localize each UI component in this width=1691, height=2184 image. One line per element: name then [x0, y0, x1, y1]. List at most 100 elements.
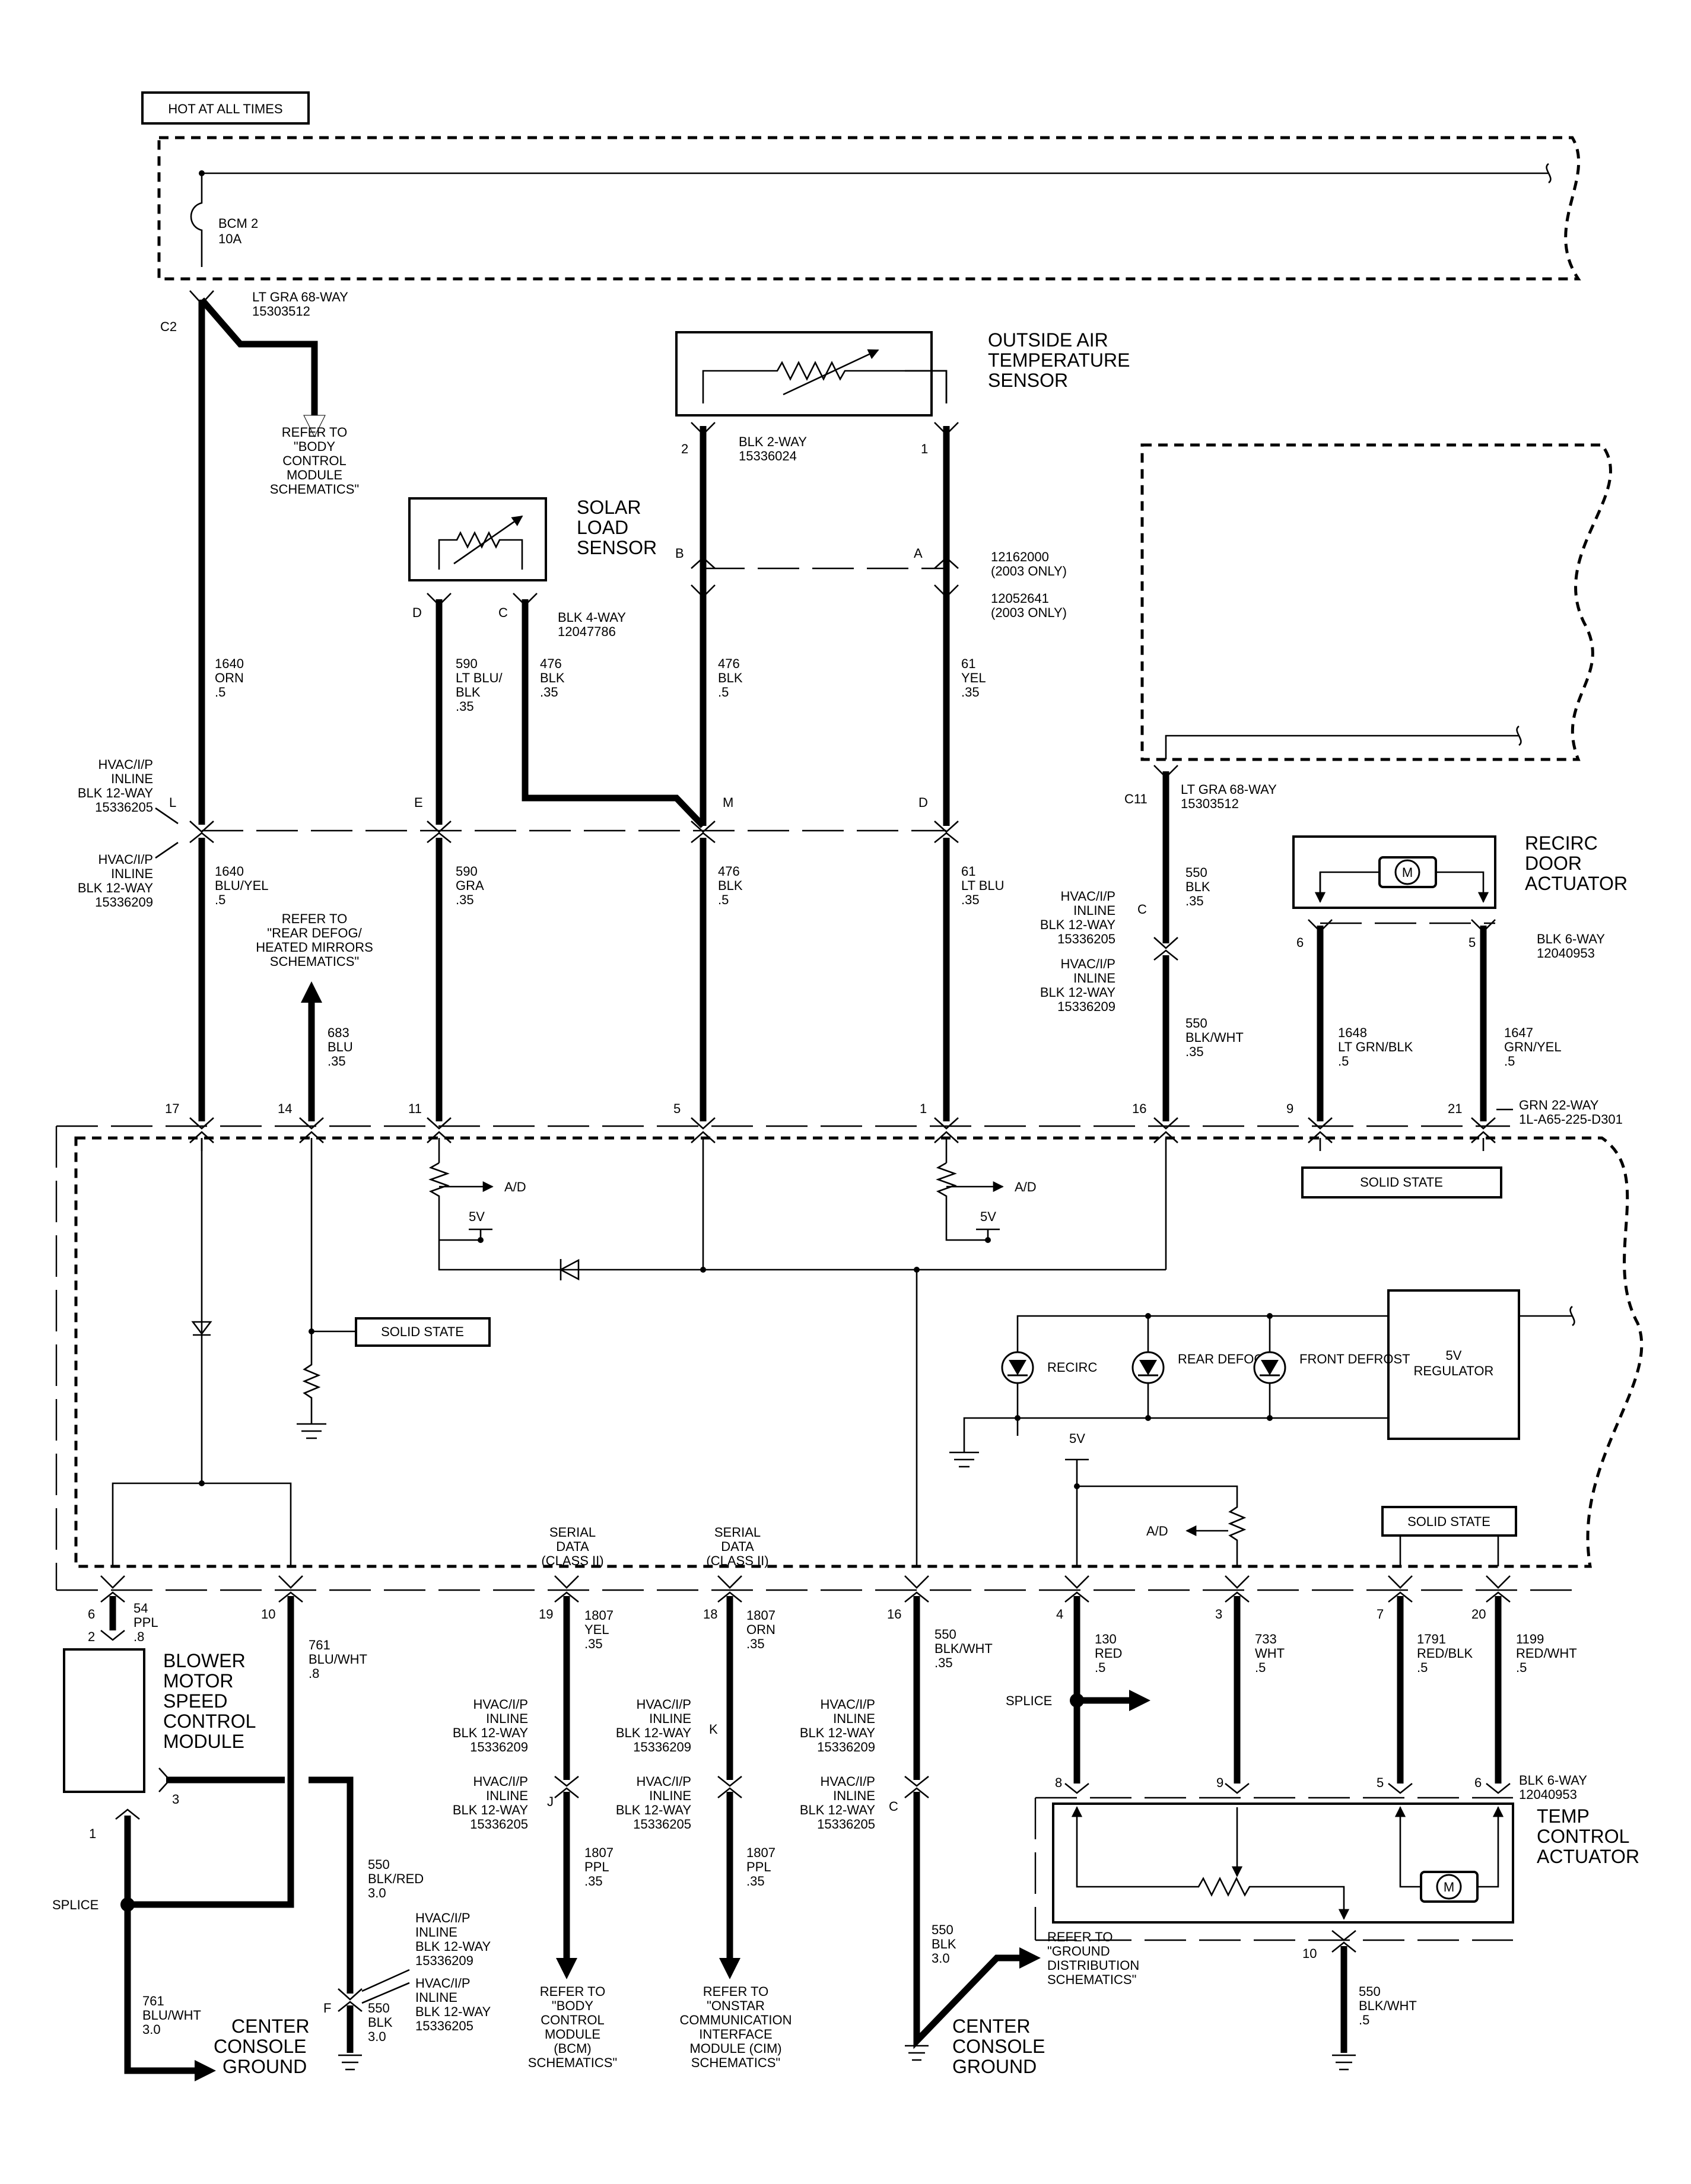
svg-text:INLINE: INLINE: [649, 1711, 691, 1726]
svg-text:INTERFACE: INTERFACE: [699, 2027, 772, 2042]
svg-text:1640: 1640: [215, 656, 244, 671]
label-wire-1807-ppl-b: 1807 PPL .35: [746, 1845, 775, 1889]
svg-text:BLU: BLU: [328, 1039, 353, 1054]
blower-pin-3: 3: [172, 1792, 179, 1807]
svg-text:.35: .35: [746, 1636, 765, 1651]
wire-761-bluwht-b: [124, 1816, 196, 2074]
svg-text:GRN/YEL: GRN/YEL: [1504, 1039, 1562, 1054]
solar-pin-c: C: [498, 605, 508, 620]
svg-text:HVAC/I/P: HVAC/I/P: [636, 1697, 691, 1712]
oat-pin-a: A: [914, 546, 923, 561]
label-wire-476-solar: 476 BLK .35: [540, 656, 565, 700]
svg-text:BLK 12-WAY: BLK 12-WAY: [415, 1939, 491, 1954]
svg-text:HVAC/I/P: HVAC/I/P: [820, 1697, 875, 1712]
label-wire-761a: 761 BLU/WHT .8: [309, 1638, 367, 1681]
svg-text:11: 11: [408, 1101, 422, 1116]
wire-to-bcm: [199, 297, 318, 415]
solid-state-label-temp: SOLID STATE: [1407, 1514, 1490, 1529]
label-wire-733: 733 WHT .5: [1255, 1632, 1285, 1675]
svg-text:SERIAL: SERIAL: [714, 1525, 761, 1540]
svg-text:15336205: 15336205: [470, 1817, 528, 1832]
svg-text:.35: .35: [456, 892, 474, 907]
ground-symbol-10: [1332, 2054, 1356, 2071]
svg-text:550: 550: [1185, 1016, 1207, 1031]
svg-text:17: 17: [165, 1101, 179, 1116]
svg-text:1199: 1199: [1516, 1632, 1544, 1646]
svg-text:MODULE: MODULE: [545, 2027, 600, 2042]
svg-text:15336209: 15336209: [470, 1740, 528, 1754]
svg-text:HVAC/I/P: HVAC/I/P: [1060, 889, 1115, 904]
temp-actuator-pins: 8 9 5 6 10: [1055, 1775, 1482, 1961]
svg-text:1807: 1807: [746, 1608, 775, 1623]
splice-left: [120, 1897, 135, 1912]
svg-text:.35: .35: [961, 892, 980, 907]
fuse-symbol: [190, 173, 203, 267]
svg-text:BLK/WHT: BLK/WHT: [1185, 1030, 1244, 1045]
solar-pin-d: D: [412, 605, 422, 620]
wire-761-bluwht-a: [128, 1596, 294, 1908]
module-bottom-pins: 6 10 19 18 16 4 3 7 20: [88, 1607, 1486, 1622]
svg-text:8: 8: [1055, 1775, 1062, 1790]
svg-text:INLINE: INLINE: [111, 866, 153, 881]
svg-text:CENTER: CENTER: [952, 2015, 1031, 2037]
recirc-connector: BLK 6-WAY: [1537, 932, 1605, 946]
splice-label-left: SPLICE: [52, 1897, 98, 1912]
svg-text:61: 61: [961, 864, 975, 879]
label-wire-1807-ppl-a: 1807 PPL .35: [584, 1845, 614, 1889]
svg-text:476: 476: [540, 656, 562, 671]
svg-text:BLK/WHT: BLK/WHT: [935, 1641, 993, 1656]
svg-text:BLK 12-WAY: BLK 12-WAY: [453, 1802, 528, 1817]
solid-state-label-14: SOLID STATE: [381, 1324, 464, 1339]
svg-text:BLK 12-WAY: BLK 12-WAY: [78, 786, 153, 800]
svg-text:"ONSTAR: "ONSTAR: [707, 1998, 765, 2013]
conn-12162000: 12162000: [991, 549, 1049, 564]
c11-connector-num: 15303512: [1181, 796, 1239, 811]
inline-19-b: HVAC/I/P INLINE BLK 12-WAY 15336205: [453, 1774, 528, 1832]
conn-12162000-note: (2003 ONLY): [991, 564, 1067, 578]
svg-text:RED: RED: [1095, 1646, 1122, 1661]
module-connector-num: 1L-A65-225-D301: [1519, 1112, 1623, 1127]
svg-text:550: 550: [935, 1627, 956, 1642]
inline-18-a: HVAC/I/P INLINE BLK 12-WAY 15336209: [616, 1697, 691, 1754]
svg-text:ORN: ORN: [215, 670, 244, 685]
svg-text:CONSOLE: CONSOLE: [952, 2036, 1045, 2057]
svg-text:1: 1: [920, 1101, 927, 1116]
svg-text:550: 550: [368, 2001, 390, 2015]
label-wire-590-ltblu: 590 LT BLU/ BLK .35: [456, 656, 503, 714]
conn-12052641-note: (2003 ONLY): [991, 605, 1067, 620]
svg-text:61: 61: [961, 656, 975, 671]
svg-text:.8: .8: [134, 1629, 144, 1644]
label-wire-550-blk-30: 550 BLK 3.0: [932, 1922, 956, 1966]
svg-text:4: 4: [1056, 1607, 1063, 1622]
svg-text:7: 7: [1377, 1607, 1384, 1622]
svg-text:INLINE: INLINE: [415, 1925, 457, 1940]
inline-f-b: HVAC/I/P INLINE BLK 12-WAY 15336205: [415, 1976, 491, 2033]
svg-text:BLU/YEL: BLU/YEL: [215, 878, 269, 893]
svg-text:GRA: GRA: [456, 878, 484, 893]
svg-text:TEMPERATURE: TEMPERATURE: [988, 349, 1130, 371]
label-wire-550-blkwht-16: 550 BLK/WHT .35: [935, 1627, 993, 1670]
inline-pin-e: E: [414, 795, 423, 810]
svg-text:.8: .8: [309, 1666, 319, 1681]
svg-text:15336209: 15336209: [633, 1740, 691, 1754]
svg-text:PPL: PPL: [584, 1859, 609, 1874]
svg-text:.5: .5: [215, 685, 225, 700]
svg-text:15336209: 15336209: [95, 895, 153, 910]
v5-label-3: 5V: [1069, 1431, 1085, 1446]
solid-state-box-temp: [1381, 1506, 1517, 1537]
recirc-pin-5: 5: [1468, 935, 1476, 950]
svg-text:ACTUATOR: ACTUATOR: [1525, 873, 1628, 894]
svg-text:FRONT DEFROST: FRONT DEFROST: [1299, 1352, 1410, 1366]
svg-text:683: 683: [328, 1025, 349, 1040]
oat-pin-b: B: [675, 546, 684, 561]
label-wire-1807-orn: 1807 ORN .35: [746, 1608, 775, 1651]
svg-text:15336205: 15336205: [817, 1817, 875, 1832]
svg-text:HVAC/I/P: HVAC/I/P: [98, 757, 153, 772]
svg-text:REFER TO: REFER TO: [282, 911, 347, 926]
svg-text:16: 16: [887, 1607, 901, 1622]
fuse-name: BCM 2: [218, 216, 258, 231]
label-wire-550-blkwht-10: 550 BLK/WHT .5: [1359, 1984, 1417, 2027]
svg-text:HVAC/I/P: HVAC/I/P: [820, 1774, 875, 1789]
svg-text:21: 21: [1448, 1101, 1462, 1116]
svg-text:1807: 1807: [584, 1845, 614, 1860]
